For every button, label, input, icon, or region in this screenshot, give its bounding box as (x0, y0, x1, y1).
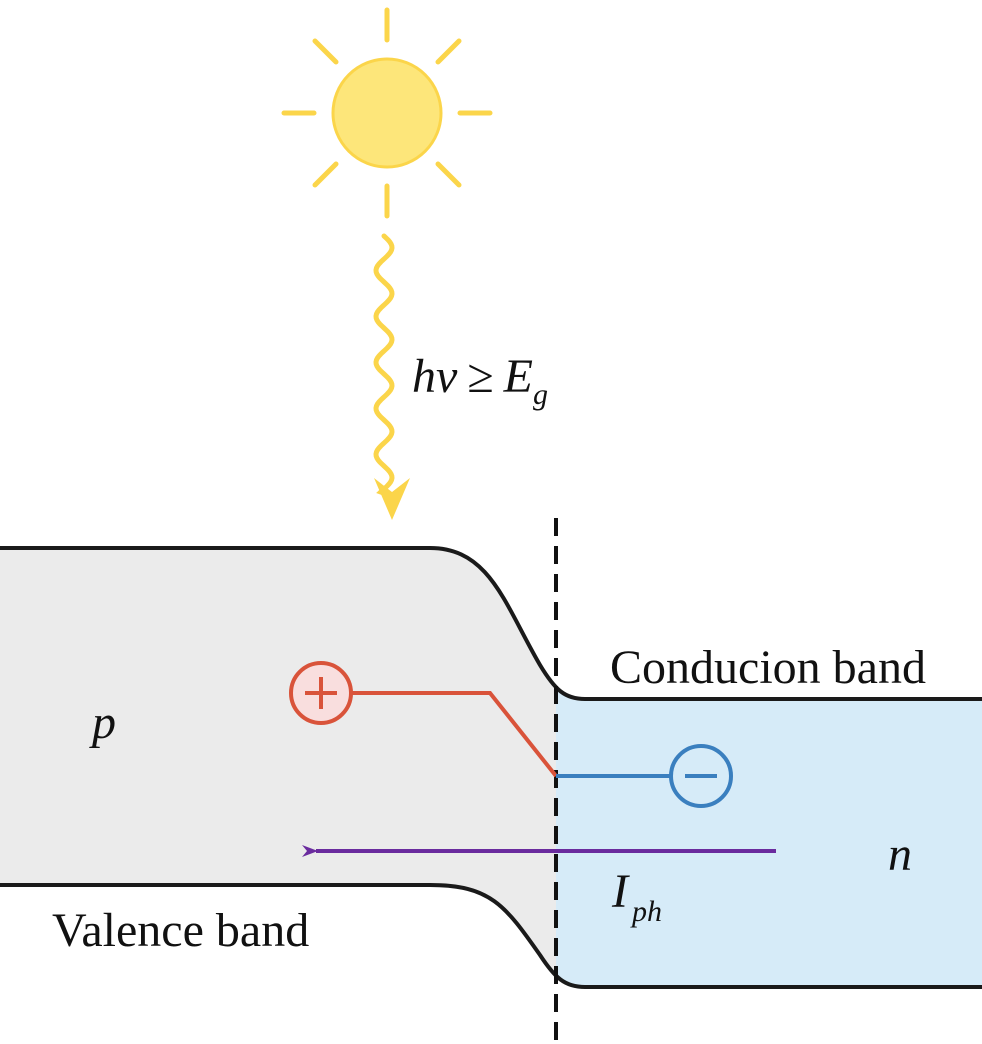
valence-band-edge (0, 883, 982, 989)
n-region-fill (556, 688, 982, 987)
p-region-fill (0, 548, 556, 978)
photon-nu: ν (436, 350, 458, 403)
current-ph: ph (630, 895, 662, 928)
hole-path (351, 691, 558, 778)
n-region-label: n (888, 828, 912, 881)
photon-arrow (373, 233, 410, 520)
conduction-band-label: Conducion band (610, 641, 926, 694)
p-region-label: p (89, 696, 116, 749)
conduction-band-edge (0, 546, 982, 701)
valence-band-label: Valence band (52, 904, 309, 957)
plus-circle-icon (289, 661, 353, 725)
sun-icon (281, 7, 493, 219)
photon-E: E (503, 350, 533, 403)
current-I: I (611, 865, 630, 918)
photon-energy-label: hν≥Eg (412, 350, 548, 411)
photon-g: g (533, 378, 548, 411)
photon-geq: ≥ (467, 350, 493, 403)
photon-h: h (412, 350, 436, 403)
minus-circle-icon (669, 744, 733, 808)
